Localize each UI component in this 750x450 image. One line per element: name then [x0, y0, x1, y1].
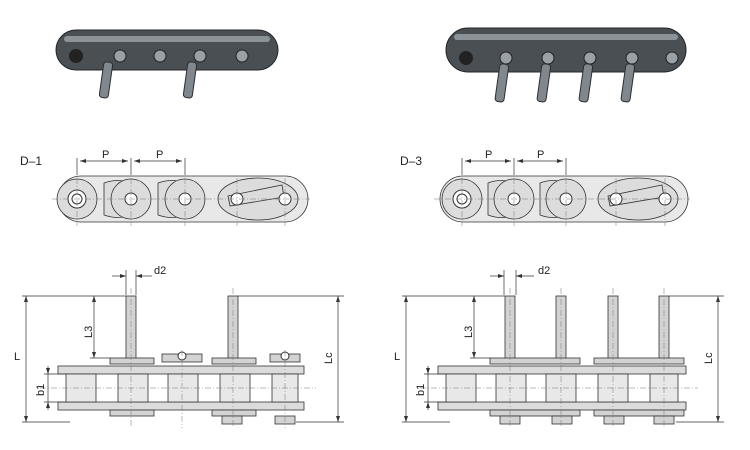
d1-width-label: b1 [35, 384, 47, 396]
d1-lc-label: Lc [323, 352, 335, 364]
top-view-d3: d2 L L3 [394, 265, 724, 428]
d3-width-label: b1 [415, 384, 427, 396]
d1-label: D–1 [20, 154, 42, 168]
top-view-d1: d2 L [14, 265, 344, 428]
photo-d1-chain [55, 29, 279, 99]
d1-len-label: L [14, 351, 20, 363]
d3-label: D–3 [400, 154, 422, 168]
d3-lc-label: Lc [703, 352, 715, 364]
d3-len3-label: L3 [463, 326, 475, 338]
d3-len-label: L [394, 351, 400, 363]
side-view-d3: D–3 P P [400, 149, 690, 226]
d3-pin-dia-label: d2 [538, 265, 550, 277]
d1-pitch-label-1: P [102, 149, 109, 161]
d3-pitch-label-2: P [537, 149, 544, 161]
d1-len3-label: L3 [83, 326, 95, 338]
photo-d3-chain [445, 27, 687, 103]
d1-pitch-label-2: P [156, 149, 163, 161]
side-view-d1: D–1 P P [20, 149, 310, 226]
d3-pitch-label-1: P [485, 149, 492, 161]
d1-pin-dia-label: d2 [154, 265, 166, 277]
